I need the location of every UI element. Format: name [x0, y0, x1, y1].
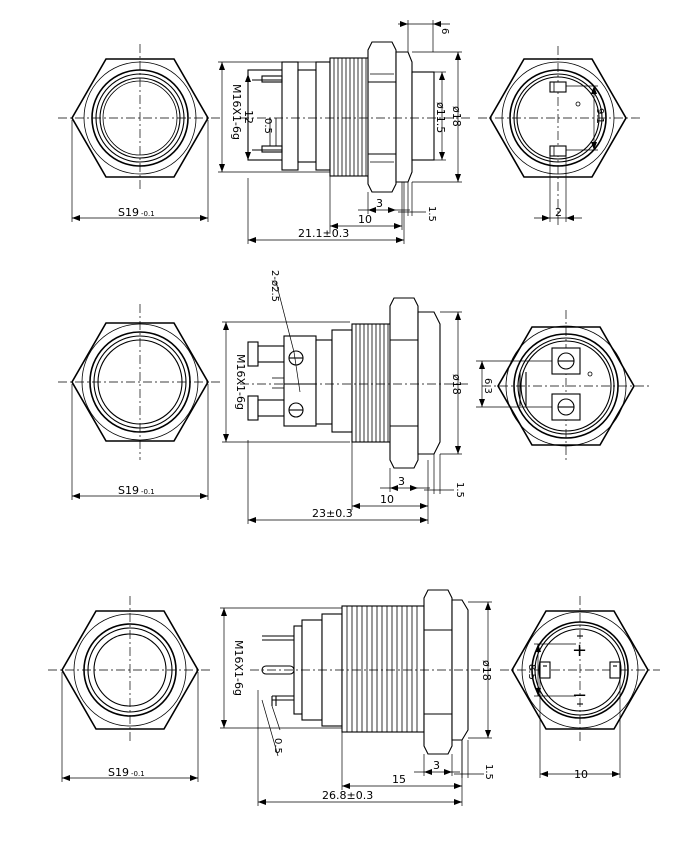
- row-3-pin-width: 10: [574, 768, 588, 781]
- row-2-outer-diameter: ø18: [450, 374, 463, 395]
- row-1-side-view: [218, 20, 470, 244]
- row-2-hex-tolerance: -0.1: [141, 488, 155, 496]
- row-3-terminal-thickness: 0.5: [272, 738, 283, 754]
- row-1-lip: 1.5: [426, 206, 437, 222]
- row-1-panel-length: 10: [358, 213, 372, 226]
- row-3-pin-span: 8.5: [526, 664, 537, 680]
- row-2-screw-holes: 2-ø2.5: [269, 270, 280, 302]
- row-3-minus-marker: −: [572, 685, 587, 706]
- row-3-lip: 1.5: [483, 764, 494, 780]
- row-3-hex-label: S19: [108, 766, 129, 779]
- row-3-front-view: [48, 596, 212, 782]
- row-1-front-view: [58, 44, 222, 222]
- row-2-rear-view: [476, 310, 650, 462]
- row-2-thread-label: M16X1-6g: [234, 354, 247, 410]
- row-3-outer-diameter: ø18: [480, 660, 493, 681]
- row-2-total-length: 23±0.3: [312, 507, 353, 520]
- row-1-hex-label: S19: [118, 206, 139, 219]
- row-1-rear-view: [478, 46, 640, 228]
- row-3-thread-label: M16X1-6g: [232, 640, 245, 696]
- row-2-pin-span: 6.3: [482, 378, 493, 394]
- row-1-thread-label: M16X1-6g: [230, 84, 243, 140]
- row-1-nut-offset: 6: [439, 28, 450, 34]
- row-1-terminal-thickness: 0.5: [262, 118, 273, 134]
- row-3-panel-length: 15: [392, 773, 406, 786]
- row-1-nut-thickness: 3: [376, 197, 383, 210]
- row-2-nut-thickness: 3: [398, 475, 405, 488]
- row-1-terminal-span: 12: [242, 110, 255, 124]
- row-3-total-length: 26.8±0.3: [322, 789, 373, 802]
- row-2-lip: 1.5: [454, 482, 465, 498]
- row-1-outer-diameter: ø18: [450, 106, 463, 127]
- row-3-rear-view: [500, 596, 660, 778]
- row-2-panel-length: 10: [380, 493, 394, 506]
- row-2-front-view: [58, 304, 222, 500]
- row-3-side-view: [220, 589, 492, 806]
- row-1-pin-width: 2: [555, 206, 562, 219]
- row-3-hex-tolerance: -0.1: [131, 770, 145, 778]
- row-1-inner-diameter: ø11.5: [434, 102, 447, 133]
- row-1-total-length: 21.1±0.3: [298, 227, 349, 240]
- row-1-pin-span: 9.1: [594, 108, 605, 124]
- row-1-hex-tolerance: -0.1: [141, 210, 155, 218]
- row-3-nut-thickness: 3: [433, 759, 440, 772]
- row-2-side-view: [222, 281, 468, 524]
- row-2-hex-label: S19: [118, 484, 139, 497]
- row-3-plus-marker: +: [572, 640, 587, 661]
